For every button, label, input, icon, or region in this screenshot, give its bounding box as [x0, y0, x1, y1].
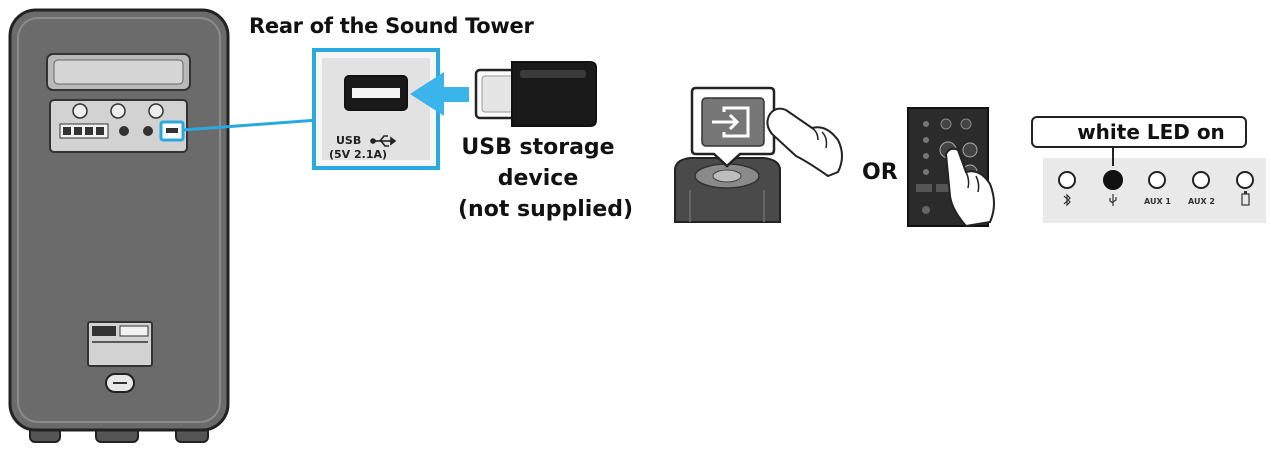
led-callout-text: white LED on — [1077, 120, 1225, 144]
or-label: OR — [862, 160, 898, 185]
source-input-icon — [712, 106, 750, 138]
led-aux1 — [1148, 171, 1166, 189]
speaker-top-source — [674, 86, 843, 223]
led-aux2-label: AUX 2 — [1188, 197, 1215, 206]
storage-line-3: (not supplied) — [458, 197, 634, 222]
storage-line-2: device — [497, 166, 579, 191]
led-usb-lit — [1103, 170, 1123, 190]
remote-hand-icon — [944, 147, 995, 228]
led-aux2 — [1192, 171, 1210, 189]
remote-control — [907, 107, 995, 228]
bluetooth-icon — [1063, 193, 1071, 207]
pressing-hand-icon — [766, 107, 843, 178]
led-callout: white LED on — [1031, 116, 1247, 148]
led-aux1-label: AUX 1 — [1144, 197, 1171, 206]
led-indicator-panel — [1043, 148, 1266, 223]
usb-port-rating: (5V 2.1A) — [329, 148, 388, 161]
led-battery — [1236, 171, 1254, 189]
usb-port-label: USB — [336, 134, 362, 147]
port-leader-line — [182, 118, 319, 132]
usb-storage-device — [474, 61, 597, 127]
sound-tower-rear — [8, 8, 230, 443]
insert-arrow-icon — [410, 72, 469, 116]
led-bluetooth — [1058, 171, 1076, 189]
usb-symbol-icon — [370, 135, 397, 147]
usb-small-icon — [1109, 194, 1117, 206]
storage-line-1: USB storage — [461, 135, 615, 160]
usb-storage-label: USB storage device (not supplied) — [458, 132, 634, 225]
rear-title: Rear of the Sound Tower — [249, 14, 534, 38]
